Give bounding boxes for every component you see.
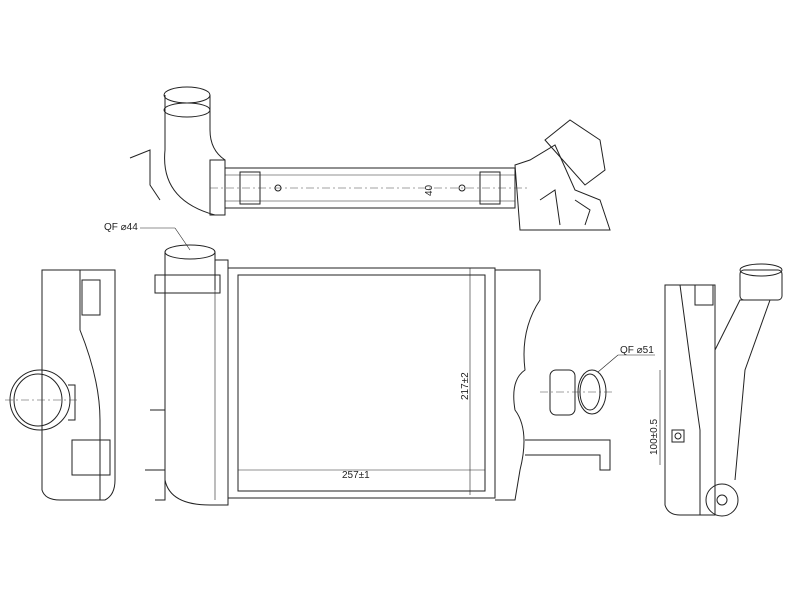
outlet-diameter-label: QF ⌀51 bbox=[620, 345, 654, 356]
front-view: 217±2 257±1 QF ⌀44 QF ⌀51 bbox=[104, 222, 655, 506]
core-width-label: 257±1 bbox=[342, 470, 370, 481]
core-height-label: 217±2 bbox=[460, 372, 471, 400]
top-view: 40 bbox=[129, 86, 611, 231]
right-side-view: 100±0.5 bbox=[649, 263, 783, 517]
left-side-view bbox=[5, 269, 116, 501]
height-dimension-label: 40 bbox=[424, 184, 435, 196]
inlet-diameter-label: QF ⌀44 bbox=[104, 222, 138, 233]
bracket-offset-label: 100±0.5 bbox=[649, 418, 660, 455]
